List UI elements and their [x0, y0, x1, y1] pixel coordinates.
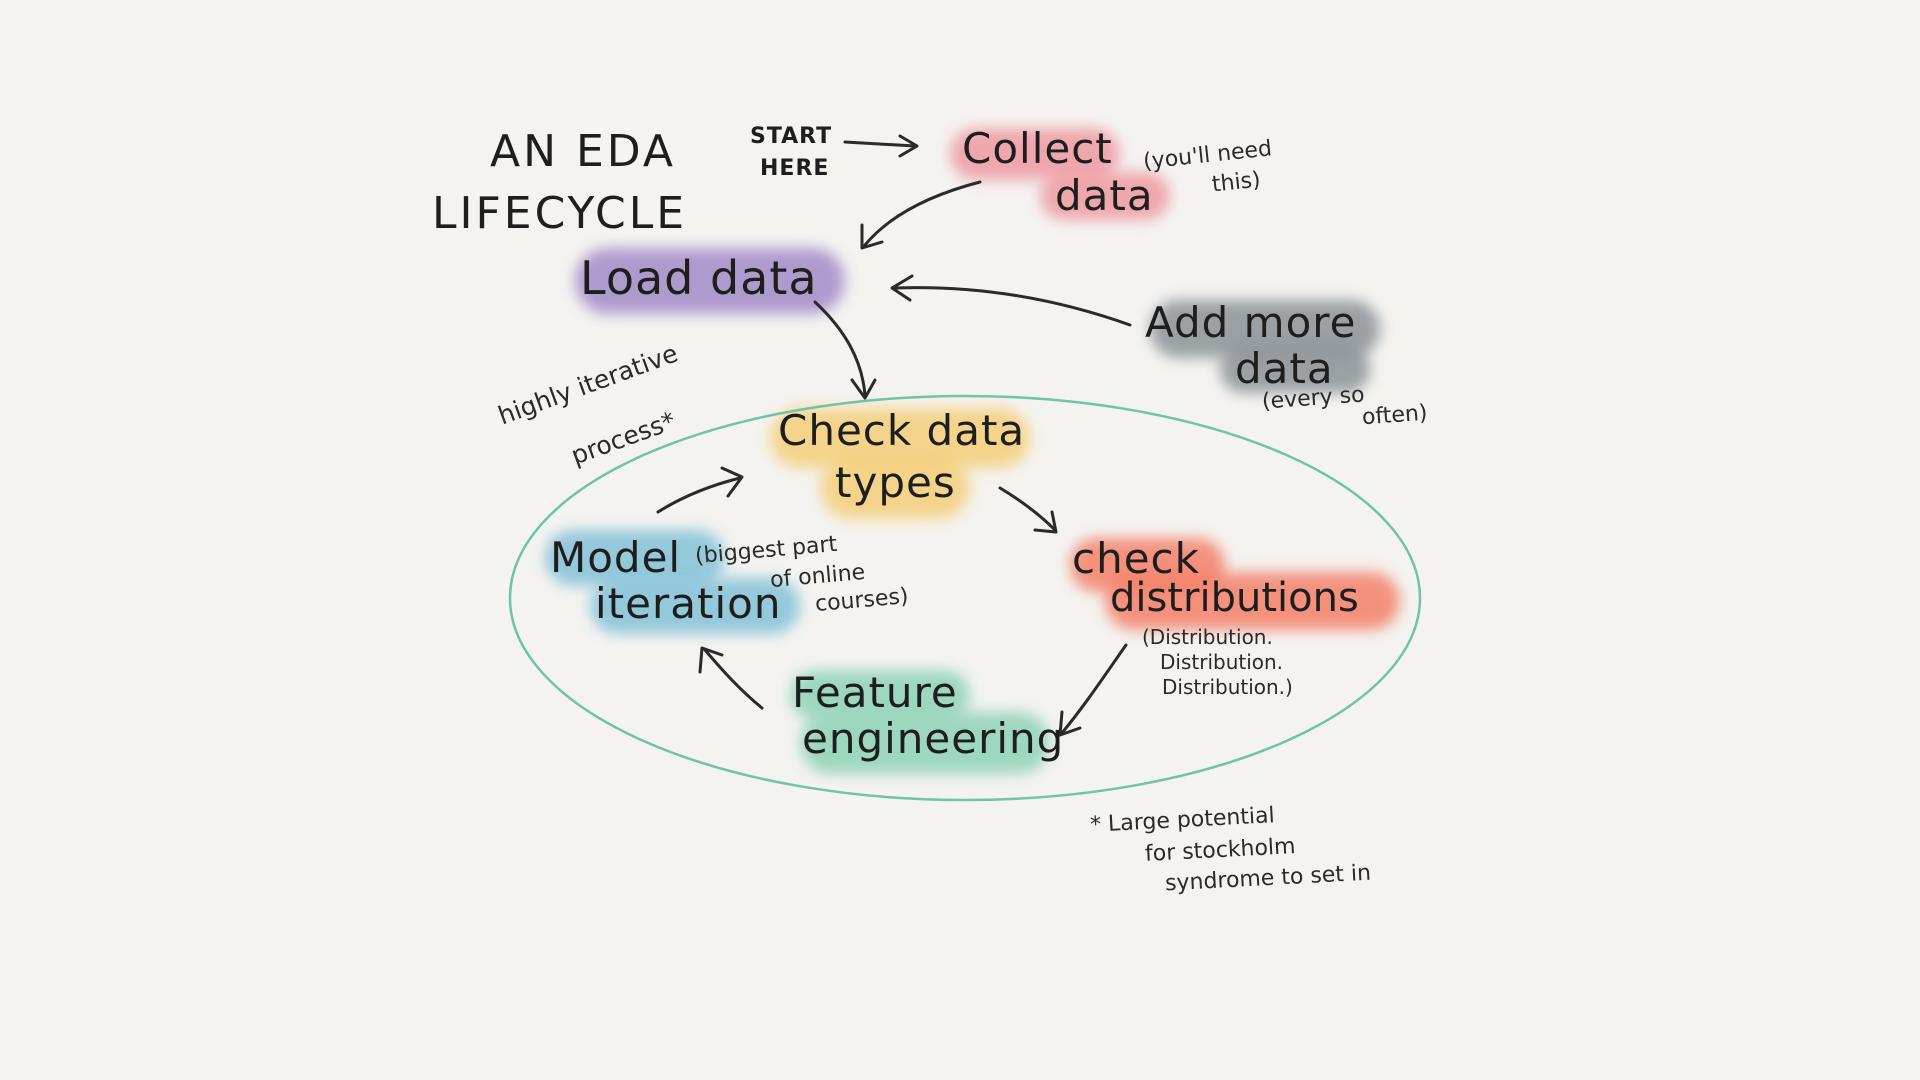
- feature-eng-highlight: [790, 670, 970, 720]
- check-dist-note-line-1: (Distribution.: [1142, 625, 1273, 649]
- diagram-title-line-2: LIFECYCLE: [432, 188, 688, 239]
- model-iter-label-line-2: iteration: [595, 579, 782, 628]
- start-arrow: [843, 134, 919, 158]
- model-to-check-types-arrow: [656, 466, 744, 514]
- check-dist-note-line-3: Distribution.): [1162, 675, 1293, 699]
- dist-to-feature-arrow: [1058, 643, 1128, 737]
- iteration-cycle-ellipse: [508, 394, 1422, 802]
- load-data-highlight: [575, 248, 845, 314]
- collect-data-highlight-2: [1040, 172, 1170, 220]
- feature-eng-label-line-2: engineering: [802, 714, 1065, 763]
- add-more-data-label-line-1: Add more: [1145, 298, 1357, 347]
- add-more-to-load-arrow: [890, 274, 1132, 327]
- load-data-label: Load data: [580, 251, 818, 305]
- check-dist-label-line-1: check: [1072, 534, 1200, 583]
- check-types-to-dist-arrow: [998, 486, 1058, 534]
- feature-to-model-arrow: [698, 646, 764, 710]
- start-label-line-2: HERE: [760, 156, 830, 181]
- model-iter-label-line-1: Model: [550, 533, 682, 582]
- feature-eng-label-line-1: Feature: [792, 668, 958, 717]
- check-dist-note-line-2: Distribution.: [1160, 650, 1284, 674]
- check-dist-highlight-2: [1105, 572, 1400, 630]
- add-more-data-note-line-2: often): [1361, 400, 1429, 431]
- check-dist-label-line-2: distributions: [1110, 575, 1359, 621]
- collect-data-label-line-1: Collect: [962, 124, 1113, 173]
- check-types-highlight-2: [820, 455, 970, 519]
- diagram-title-line-1: AN EDA: [490, 126, 677, 177]
- model-iter-highlight-2: [590, 578, 800, 634]
- collect-data-note-line-2: this): [1210, 167, 1262, 198]
- load-to-check-types-arrow: [813, 300, 877, 400]
- check-types-label-line-2: types: [835, 458, 956, 507]
- collect-data-highlight: [950, 128, 1120, 180]
- check-types-label-line-1: Check data: [778, 406, 1026, 455]
- collect-to-load-arrow: [860, 180, 982, 250]
- add-more-data-label-line-2: data: [1235, 344, 1334, 393]
- add-more-data-highlight-2: [1220, 345, 1370, 393]
- collect-data-label-line-2: data: [1055, 171, 1154, 220]
- feature-eng-highlight-2: [800, 712, 1050, 774]
- start-label-line-1: START: [750, 124, 833, 149]
- model-iter-highlight: [545, 530, 725, 586]
